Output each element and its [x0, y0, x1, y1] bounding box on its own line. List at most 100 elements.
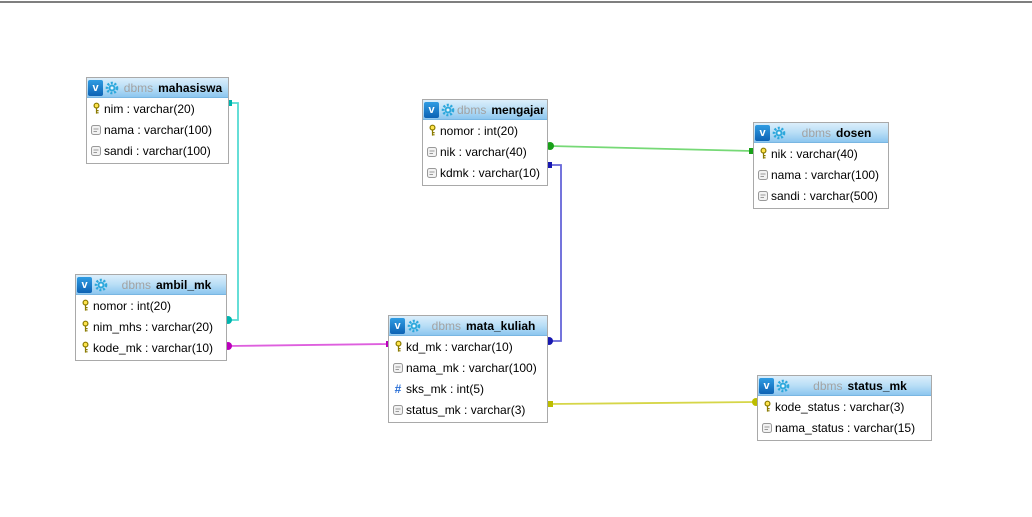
table-schema: dbms: [123, 80, 154, 95]
column-label: sks_mk : int(5): [406, 381, 485, 396]
column-label: nim : varchar(20): [104, 101, 195, 116]
gear-icon[interactable]: [94, 278, 108, 292]
text-field-icon: [426, 145, 438, 158]
table-node-mata_kuliah[interactable]: v dbms mata_kuliah kd_mk : varchar(10) nama_…: [388, 315, 548, 423]
text-field-icon: [392, 403, 404, 416]
column-row-dosen-0[interactable]: nik : varchar(40): [754, 143, 888, 164]
relationship-line-mengajar.nik-to-dosen.nik: [549, 145, 753, 152]
text-field-icon: [757, 189, 769, 202]
table-title: dbms ambil_mk: [110, 278, 223, 292]
column-label: kd_mk : varchar(10): [406, 339, 513, 354]
table-title: dbms mahasiswa: [121, 81, 225, 95]
column-row-dosen-2[interactable]: sandi : varchar(500): [754, 185, 888, 206]
column-row-mengajar-1[interactable]: nik : varchar(40): [423, 141, 547, 162]
view-icon[interactable]: v: [88, 79, 103, 96]
column-row-mahasiswa-0[interactable]: nim : varchar(20): [87, 98, 228, 119]
table-name: ambil_mk: [155, 277, 212, 292]
table-header[interactable]: v dbms mahasiswa: [87, 78, 228, 98]
column-row-status_mk-1[interactable]: nama_status : varchar(15): [758, 417, 931, 438]
gear-icon[interactable]: [105, 81, 119, 95]
column-label: nomor : int(20): [93, 298, 172, 313]
gear-icon[interactable]: [776, 379, 790, 393]
table-title: dbms mata_kuliah: [423, 319, 544, 333]
table-schema: dbms: [457, 102, 487, 117]
table-title: dbms dosen: [788, 126, 885, 140]
primary-key-icon: [79, 320, 91, 333]
column-row-mata_kuliah-0[interactable]: kd_mk : varchar(10): [389, 336, 547, 357]
view-icon[interactable]: v: [424, 101, 439, 118]
column-row-ambil_mk-1[interactable]: nim_mhs : varchar(20): [76, 316, 226, 337]
primary-key-icon: [426, 124, 438, 137]
gear-icon[interactable]: [441, 103, 455, 117]
table-node-mengajar[interactable]: v dbms mengajar nomor : int(20) nik : varcha…: [422, 99, 548, 186]
numeric-glyph: #: [394, 381, 402, 396]
column-row-mengajar-2[interactable]: kdmk : varchar(10): [423, 162, 547, 183]
text-field-icon: [90, 123, 102, 136]
column-row-status_mk-0[interactable]: kode_status : varchar(3): [758, 396, 931, 417]
numeric-field-icon: #: [392, 381, 404, 396]
gear-icon[interactable]: [772, 126, 786, 140]
column-label: nik : varchar(40): [440, 144, 527, 159]
canvas-top-rule: [0, 1, 1032, 3]
view-icon[interactable]: v: [759, 377, 774, 394]
table-schema: dbms: [431, 318, 461, 333]
relationship-line-mata_kuliah.status_mk-to-status_mk.kode_status: [549, 401, 757, 405]
view-icon[interactable]: v: [390, 317, 405, 334]
table-schema: dbms: [801, 125, 831, 140]
table-header[interactable]: v dbms mata_kuliah: [389, 316, 547, 336]
column-label: nama_status : varchar(15): [775, 420, 916, 435]
text-field-icon: [90, 144, 102, 157]
relationship-line-mahasiswa.nim-to-ambil_mk.nim_mhs: [228, 102, 239, 321]
column-label: kode_mk : varchar(10): [93, 340, 214, 355]
column-label: status_mk : varchar(3): [406, 402, 526, 417]
text-field-icon: [757, 168, 769, 181]
column-row-mahasiswa-1[interactable]: nama : varchar(100): [87, 119, 228, 140]
column-label: sandi : varchar(500): [771, 188, 878, 203]
primary-key-icon: [90, 102, 102, 115]
column-label: nama_mk : varchar(100): [406, 360, 537, 375]
text-field-icon: [392, 361, 404, 374]
column-row-mata_kuliah-1[interactable]: nama_mk : varchar(100): [389, 357, 547, 378]
table-name: dosen: [836, 125, 872, 140]
column-row-mengajar-0[interactable]: nomor : int(20): [423, 120, 547, 141]
column-label: kode_status : varchar(3): [775, 399, 905, 414]
gear-icon[interactable]: [407, 319, 421, 333]
column-row-ambil_mk-2[interactable]: kode_mk : varchar(10): [76, 337, 226, 358]
table-schema: dbms: [121, 277, 151, 292]
table-name: mengajar: [491, 102, 544, 117]
column-row-dosen-1[interactable]: nama : varchar(100): [754, 164, 888, 185]
table-name: mata_kuliah: [465, 318, 536, 333]
table-header[interactable]: v dbms mengajar: [423, 100, 547, 120]
column-label: nama : varchar(100): [104, 122, 213, 137]
primary-key-icon: [757, 147, 769, 160]
text-field-icon: [426, 166, 438, 179]
relationship-line-ambil_mk.kode_mk-to-mata_kuliah.kd_mk: [227, 343, 390, 347]
column-row-mata_kuliah-3[interactable]: status_mk : varchar(3): [389, 399, 547, 420]
primary-key-icon: [79, 299, 91, 312]
table-header[interactable]: v dbms ambil_mk: [76, 275, 226, 295]
table-node-dosen[interactable]: v dbms dosen nik : varchar(40) nama : varcha…: [753, 122, 889, 209]
table-header[interactable]: v dbms dosen: [754, 123, 888, 143]
column-label: sandi : varchar(100): [104, 143, 211, 158]
column-label: kdmk : varchar(10): [440, 165, 541, 180]
column-row-ambil_mk-0[interactable]: nomor : int(20): [76, 295, 226, 316]
column-label: nomor : int(20): [440, 123, 519, 138]
column-row-mahasiswa-2[interactable]: sandi : varchar(100): [87, 140, 228, 161]
table-node-mahasiswa[interactable]: v dbms mahasiswa nim : varchar(20) nama : va…: [86, 77, 229, 164]
primary-key-icon: [761, 400, 773, 413]
view-icon[interactable]: v: [77, 276, 92, 293]
view-icon[interactable]: v: [755, 124, 770, 141]
table-schema: dbms: [813, 378, 843, 393]
table-name: mahasiswa: [158, 80, 223, 95]
primary-key-icon: [392, 340, 404, 353]
column-label: nim_mhs : varchar(20): [93, 319, 214, 334]
column-label: nik : varchar(40): [771, 146, 858, 161]
column-row-mata_kuliah-2[interactable]: # sks_mk : int(5): [389, 378, 547, 399]
text-field-icon: [761, 421, 773, 434]
table-title: dbms mengajar: [457, 103, 544, 117]
